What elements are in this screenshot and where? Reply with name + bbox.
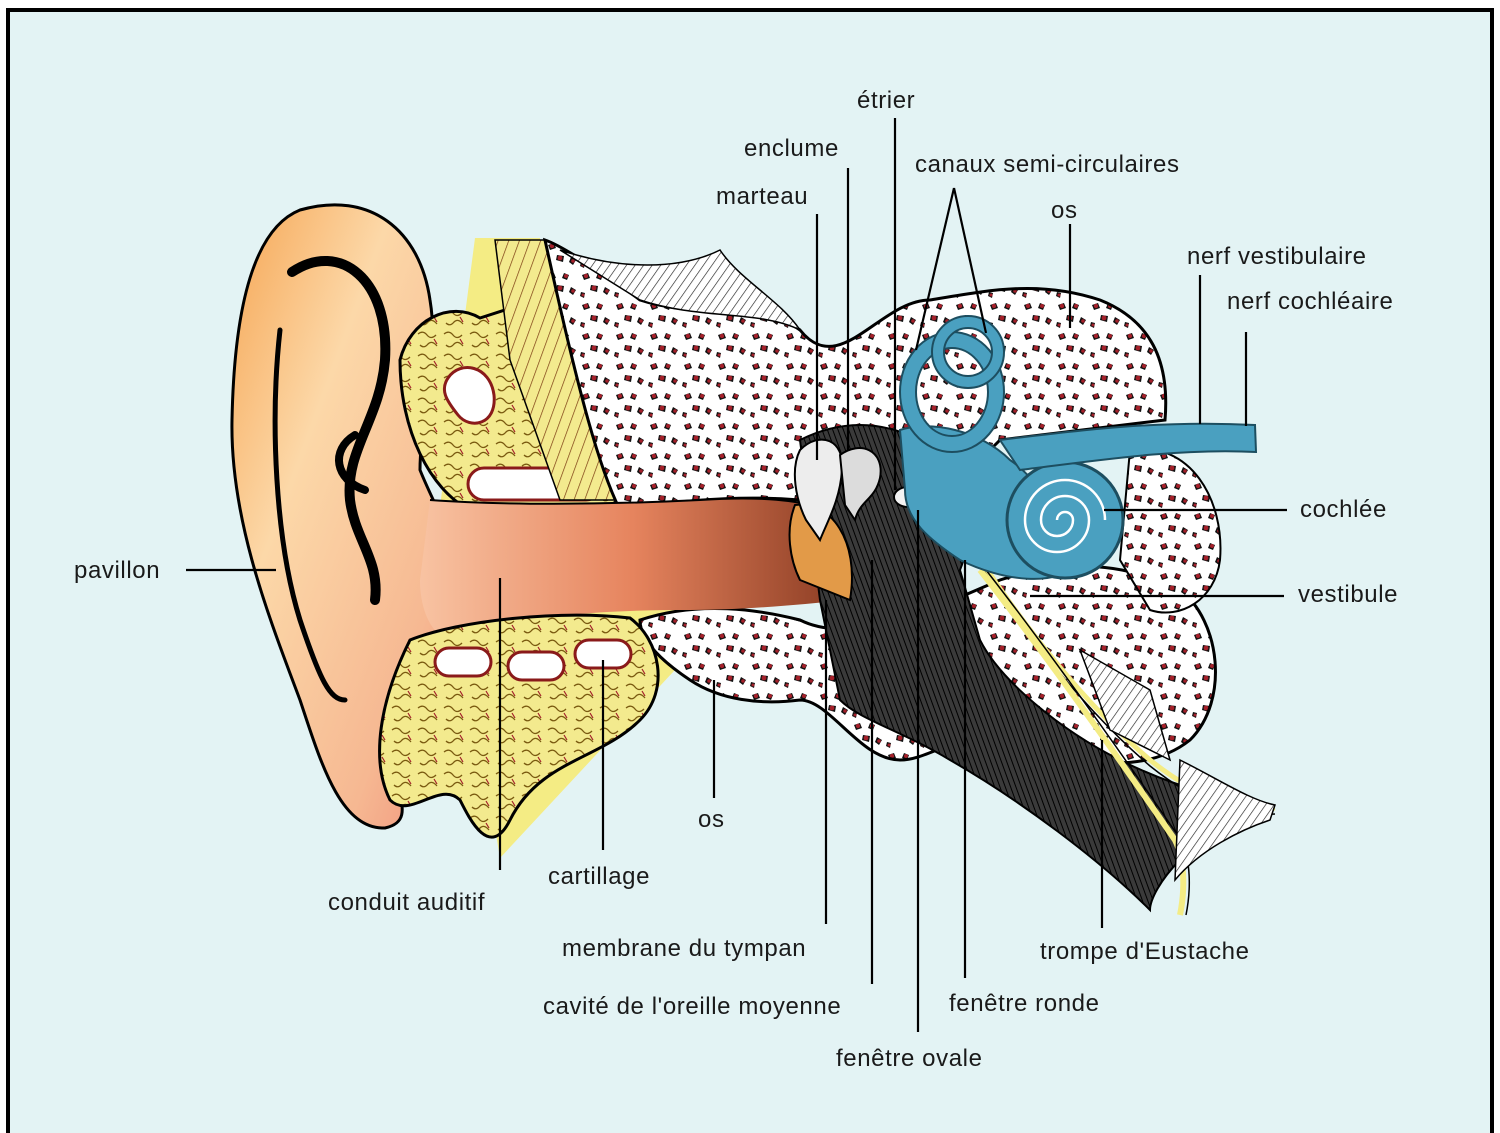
label-nerf-cochleaire: nerf cochléaire	[1227, 288, 1393, 315]
label-pavillon: pavillon	[74, 557, 160, 584]
label-cartillage: cartillage	[548, 863, 650, 890]
inner-ear	[898, 315, 1125, 580]
auditory-nerve	[998, 422, 1258, 472]
label-nerf-vestibulaire: nerf vestibulaire	[1187, 243, 1367, 270]
label-fenetre-ovale: fenêtre ovale	[836, 1045, 983, 1072]
eustachian-tube-tissue	[1078, 648, 1276, 883]
label-enclume: enclume	[744, 135, 839, 162]
label-cochlee: cochlée	[1300, 496, 1387, 523]
label-os-bottom: os	[698, 806, 725, 833]
ossicles	[793, 438, 923, 543]
label-conduit-auditif: conduit auditif	[328, 889, 485, 916]
leader-canaux-b	[952, 187, 988, 334]
leader-lines	[186, 118, 1287, 1032]
label-etrier: étrier	[857, 87, 915, 114]
label-canaux-semi-circulaires: canaux semi-circulaires	[915, 151, 1180, 178]
ear-canal	[420, 497, 845, 642]
labels: pavillon conduit auditif cartillage os m…	[74, 87, 1398, 1072]
label-vestibule: vestibule	[1298, 581, 1398, 608]
label-trompe-eustache: trompe d'Eustache	[1040, 938, 1250, 965]
label-cavite-oreille-moyenne: cavité de l'oreille moyenne	[543, 993, 841, 1020]
label-membrane-du-tympan: membrane du tympan	[562, 935, 806, 962]
label-os-top: os	[1051, 197, 1078, 224]
cartilage-lower	[378, 613, 660, 839]
leader-canaux-a	[914, 187, 956, 351]
label-fenetre-ronde: fenêtre ronde	[949, 990, 1100, 1017]
label-marteau: marteau	[716, 183, 808, 210]
